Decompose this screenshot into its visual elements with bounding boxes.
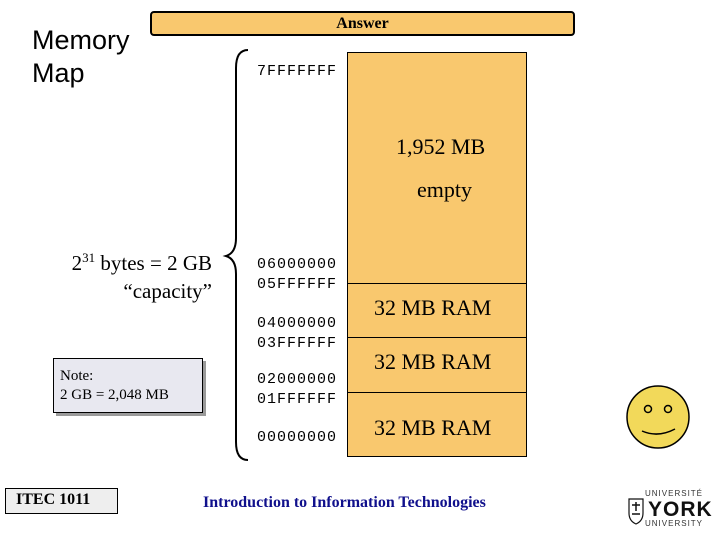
note-box: Note: 2 GB = 2,048 MB	[53, 358, 203, 413]
capacity-base: 2	[71, 251, 83, 275]
curly-brace-icon	[222, 49, 249, 461]
address-label: 03FFFFFF	[257, 335, 338, 352]
ram-region-label: 32 MB RAM	[374, 349, 492, 374]
capacity-rest: bytes = 2 GB	[95, 251, 212, 275]
region-divider	[347, 337, 527, 338]
region-divider	[347, 283, 527, 284]
university-label-bottom: UNIVERSITY	[645, 519, 704, 528]
course-title: Introduction to Information Technologies	[203, 494, 486, 511]
address-label: 00000000	[257, 429, 338, 446]
empty-size-label: 1,952 MB	[396, 134, 486, 159]
capacity-text: 231 bytes = 2 GB “capacity”	[44, 244, 212, 305]
note-text: 2 GB = 2,048 MB	[60, 387, 169, 403]
capacity-line-2: “capacity”	[123, 279, 212, 303]
answer-bar[interactable]: Answer	[150, 11, 575, 36]
slide-title: Memory Map	[32, 25, 130, 88]
capacity-exponent: 31	[82, 250, 96, 265]
empty-label: empty	[417, 177, 472, 202]
address-label: 04000000	[257, 315, 338, 332]
university-label-top: UNIVERSITÉ	[645, 489, 704, 498]
address-label: 05FFFFFF	[257, 276, 338, 293]
course-code: ITEC 1011	[5, 488, 118, 514]
capacity-line-1: 231 bytes = 2 GB	[44, 244, 212, 277]
answer-label: Answer	[336, 15, 389, 32]
memory-block	[347, 52, 527, 457]
university-crest-icon	[628, 498, 644, 525]
note-heading: Note:	[60, 368, 94, 384]
smiley-face-icon	[626, 385, 690, 449]
ram-region-label: 32 MB RAM	[374, 295, 492, 320]
ram-region-label: 32 MB RAM	[374, 415, 492, 440]
address-label: 02000000	[257, 371, 338, 388]
address-label: 01FFFFFF	[257, 391, 338, 408]
address-label: 06000000	[257, 256, 338, 273]
address-label: 7FFFFFFF	[257, 63, 338, 80]
region-divider	[347, 392, 527, 393]
university-name: YORK	[648, 498, 713, 521]
